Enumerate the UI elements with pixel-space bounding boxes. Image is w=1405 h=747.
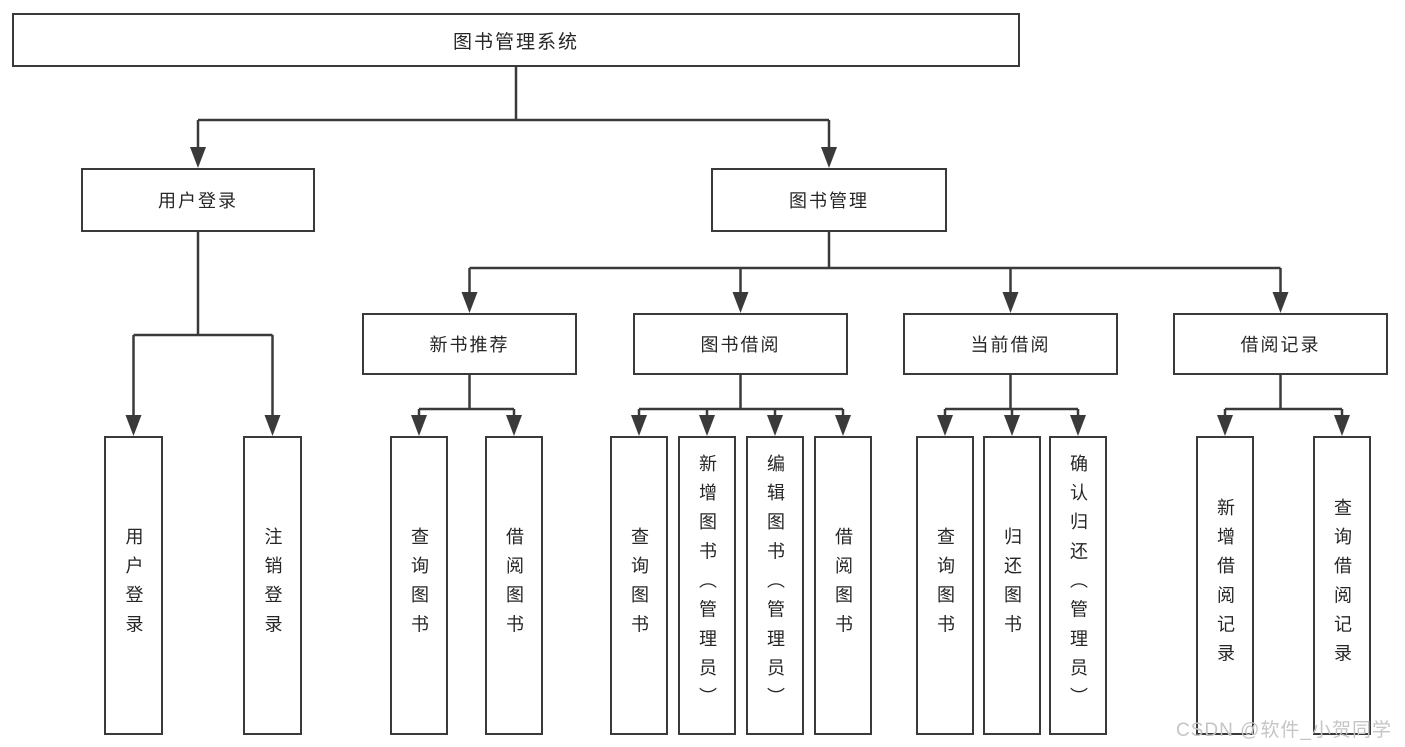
edge-book-mgmt-to-sections	[461, 232, 1289, 313]
node-new-book-recommend: 新书推荐	[362, 313, 577, 375]
edge-root-to-level2	[190, 67, 837, 168]
node-current-borrow: 当前借阅	[903, 313, 1118, 375]
node-book-management: 图书管理	[711, 168, 947, 232]
node-library-system: 图书管理系统	[12, 13, 1020, 67]
edge-book-borrow-to-children	[631, 375, 851, 436]
leaf-borrow-books: 借阅图书	[814, 436, 872, 735]
leaf-add-book-admin: 新增图书（管理员）	[678, 436, 736, 735]
leaf-borrow-books-recommend: 借阅图书	[485, 436, 543, 735]
node-user-login: 用户登录	[81, 168, 315, 232]
leaf-user-login: 用户登录	[104, 436, 163, 735]
edge-borrow-records-to-children	[1217, 375, 1350, 436]
leaf-confirm-return-admin: 确认归还（管理员）	[1049, 436, 1107, 735]
leaf-query-books-recommend: 查询图书	[390, 436, 448, 735]
leaf-query-books-borrow: 查询图书	[610, 436, 668, 735]
leaf-query-books-current: 查询图书	[916, 436, 974, 735]
node-borrow-records: 借阅记录	[1173, 313, 1388, 375]
leaf-query-borrow-record: 查询借阅记录	[1313, 436, 1371, 735]
node-book-borrow: 图书借阅	[633, 313, 848, 375]
edge-new-book-recommend-to-children	[411, 375, 522, 436]
leaf-add-borrow-record: 新增借阅记录	[1196, 436, 1254, 735]
edge-current-borrow-to-children	[937, 375, 1086, 436]
leaf-return-books: 归还图书	[983, 436, 1041, 735]
leaf-logout: 注销登录	[243, 436, 302, 735]
leaf-edit-book-admin: 编辑图书（管理员）	[746, 436, 804, 735]
edge-user-login-to-children	[125, 232, 281, 436]
